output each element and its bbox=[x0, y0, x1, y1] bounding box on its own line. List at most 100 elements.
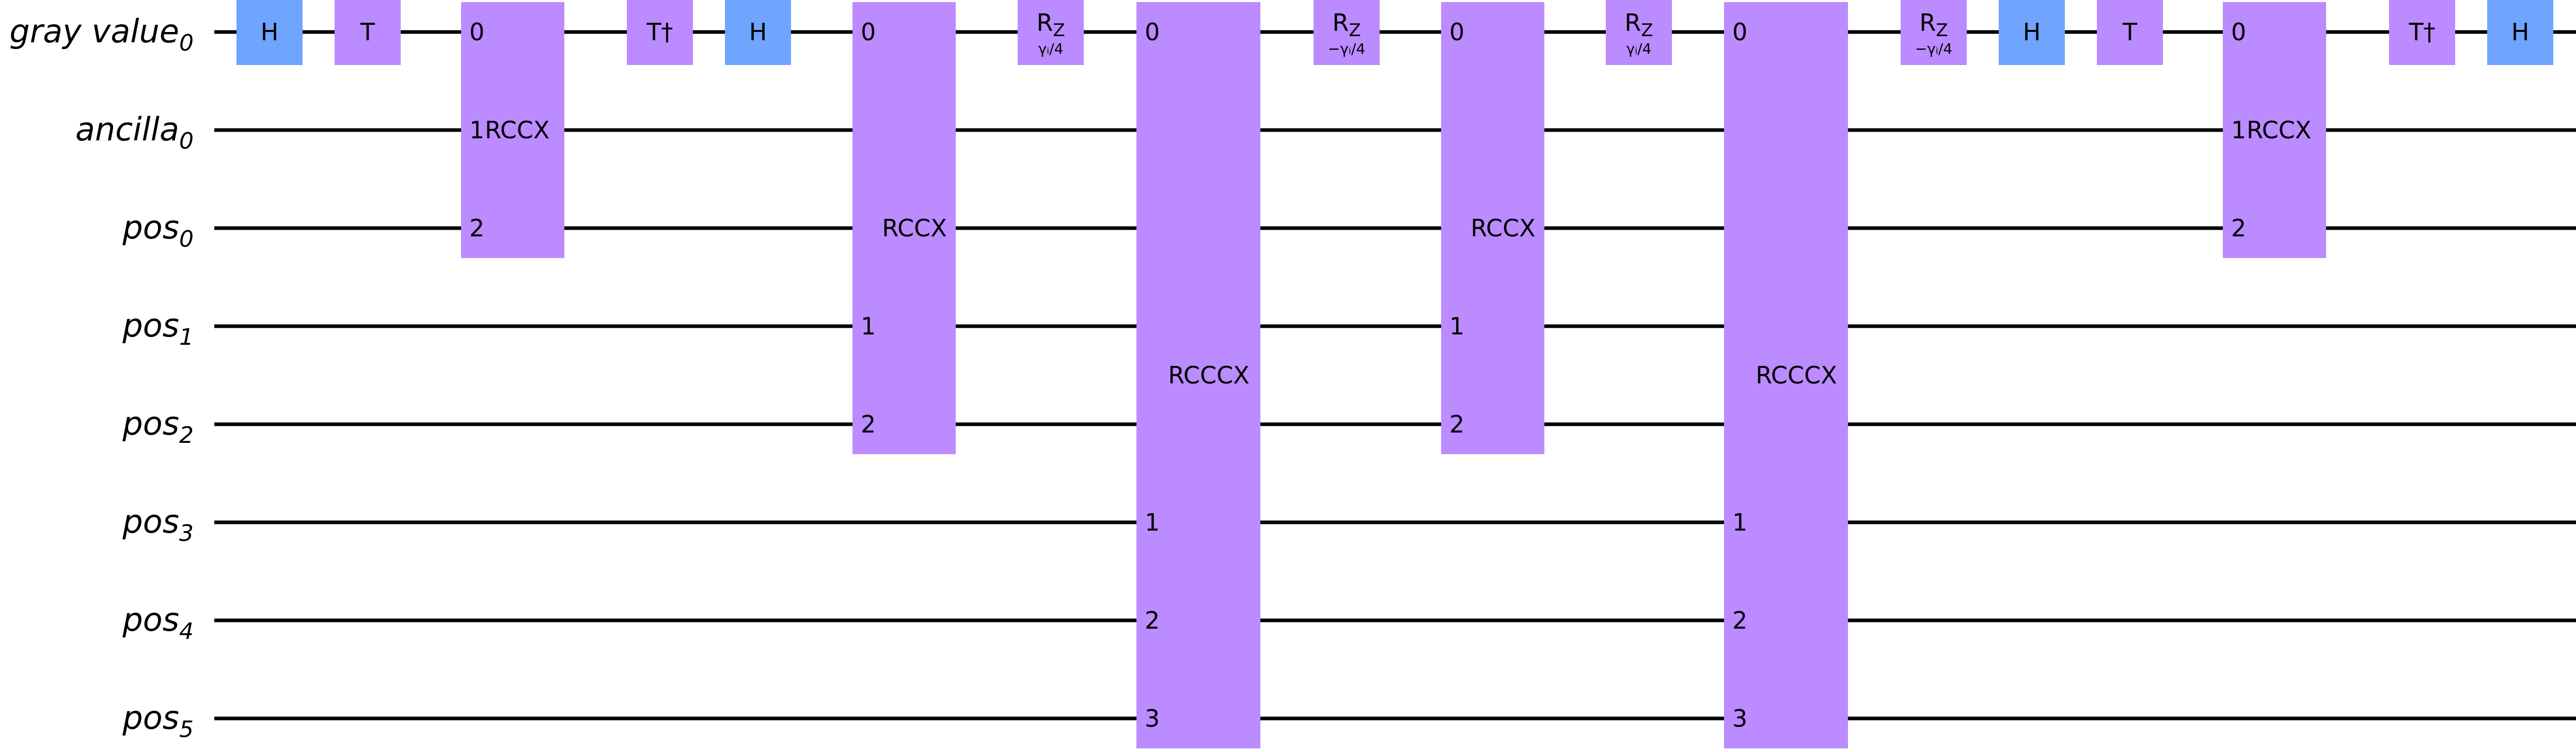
gate-label: T bbox=[360, 18, 375, 46]
gate-t-1: T bbox=[335, 0, 401, 65]
qubit-labels: gray value0ancilla0pos0pos1pos2pos3pos4p… bbox=[9, 12, 194, 743]
gate-parameter: γᵢ/4 bbox=[1038, 40, 1064, 57]
gate-pin-label: 1 bbox=[1145, 508, 1160, 536]
gate-pin-label: 1 bbox=[1732, 508, 1747, 536]
rz-label-sub: Z bbox=[1349, 20, 1361, 41]
qubit-label-subscript: 0 bbox=[179, 30, 194, 56]
gate-h-1: H bbox=[236, 0, 303, 65]
gate-rccx-3: 0 1 2 RCCX bbox=[1441, 2, 1544, 454]
gate-pin-label: 1 bbox=[469, 116, 484, 144]
gate-box bbox=[725, 0, 791, 65]
rz-label-main: R bbox=[1036, 9, 1053, 37]
qubit-label-subscript: 1 bbox=[179, 324, 194, 350]
gate-rccx-2: 0 1 2 RCCX bbox=[852, 2, 956, 454]
multi-qubit-gate-box bbox=[852, 2, 956, 454]
qubit-label-name: gray value bbox=[9, 12, 179, 50]
gate-label: RCCCX bbox=[1168, 361, 1250, 389]
gate-pin-label: 1 bbox=[2231, 116, 2246, 144]
rz-gate-box bbox=[1314, 0, 1380, 65]
gate-tdg-2: T† bbox=[2389, 0, 2455, 65]
gate-label: RZ bbox=[1036, 9, 1065, 41]
gate-label: H bbox=[749, 18, 767, 46]
gate-label: RCCX bbox=[485, 116, 549, 144]
gate-label: RZ bbox=[1332, 9, 1361, 41]
multi-qubit-gate-box bbox=[1441, 2, 1544, 454]
rz-label-main: R bbox=[1332, 9, 1349, 37]
gate-label: RCCX bbox=[1471, 214, 1535, 242]
qubit-label-name: pos bbox=[122, 601, 179, 638]
gate-label: RCCX bbox=[2247, 116, 2311, 144]
gate-label: RCCX bbox=[882, 214, 946, 242]
gate-label: T† bbox=[2408, 18, 2435, 46]
qubit-label: ancilla0 bbox=[75, 110, 194, 154]
gate-label: RZ bbox=[1919, 9, 1948, 41]
qubit-wires bbox=[214, 30, 2576, 721]
gate-box bbox=[2487, 0, 2553, 65]
gate-pin-label: 0 bbox=[1449, 18, 1464, 46]
gate-label: RCCCX bbox=[1756, 361, 1837, 389]
gate-label: H bbox=[2511, 18, 2530, 46]
qubit-label-subscript: 0 bbox=[179, 226, 194, 252]
gate-pin-label: 2 bbox=[2231, 214, 2246, 242]
gate-label: T bbox=[2122, 18, 2138, 46]
rz-gate-box bbox=[1901, 0, 1967, 65]
gate-pin-label: 1 bbox=[861, 312, 876, 340]
multi-qubit-gate-box bbox=[461, 2, 564, 258]
gate-rz-4: RZ−γᵢ/4 bbox=[1901, 0, 1967, 65]
gate-pin-label: 3 bbox=[1145, 705, 1160, 732]
gate-pin-label: 2 bbox=[861, 410, 876, 438]
gate-h-4: H bbox=[2487, 0, 2553, 65]
qubit-label-name: pos bbox=[122, 699, 179, 737]
gate-box bbox=[2389, 0, 2455, 65]
rz-gate-box bbox=[1606, 0, 1672, 65]
rz-label-sub: Z bbox=[1936, 20, 1948, 41]
gate-pin-label: 0 bbox=[1145, 18, 1160, 46]
qubit-label: pos0 bbox=[122, 209, 194, 252]
qubit-label-subscript: 4 bbox=[179, 618, 194, 645]
rz-label-sub: Z bbox=[1641, 20, 1653, 41]
qubit-label: gray value0 bbox=[9, 12, 194, 56]
gate-parameter: −γᵢ/4 bbox=[1328, 40, 1365, 57]
rz-label-main: R bbox=[1919, 9, 1936, 37]
gate-h-3: H bbox=[1999, 0, 2065, 65]
gate-box bbox=[1999, 0, 2065, 65]
qubit-label: pos4 bbox=[122, 601, 194, 645]
gate-pin-label: 2 bbox=[1449, 410, 1464, 438]
multi-qubit-gate-box bbox=[1136, 2, 1260, 748]
gate-rcccx-1: 0 1 2 3 RCCCX bbox=[1136, 2, 1260, 748]
gate-pin-label: 0 bbox=[861, 18, 876, 46]
gate-pin-label: 0 bbox=[2231, 18, 2246, 46]
gate-h-2: H bbox=[725, 0, 791, 65]
qubit-label: pos1 bbox=[122, 307, 194, 350]
gate-pin-label: 1 bbox=[1449, 312, 1464, 340]
qubit-label-name: pos bbox=[122, 307, 179, 344]
gate-tdg-1: T† bbox=[627, 0, 693, 65]
gate-pin-label: 3 bbox=[1732, 705, 1747, 732]
multi-qubit-gate-box bbox=[1724, 2, 1848, 748]
gate-parameter: −γᵢ/4 bbox=[1915, 40, 1952, 57]
gate-pin-label: 2 bbox=[1145, 606, 1160, 634]
qubit-label: pos2 bbox=[122, 405, 194, 449]
gate-pin-label: 0 bbox=[1732, 18, 1747, 46]
gate-label: H bbox=[261, 18, 279, 46]
qubit-label-name: pos bbox=[122, 503, 179, 540]
qubit-label-name: pos bbox=[122, 209, 179, 246]
qubit-label-subscript: 3 bbox=[179, 520, 194, 547]
gate-t-2: T bbox=[2097, 0, 2163, 65]
rz-label-main: R bbox=[1624, 9, 1641, 37]
gate-pin-label: 0 bbox=[469, 18, 484, 46]
rz-gate-box bbox=[1018, 0, 1084, 65]
gate-pin-label: 2 bbox=[469, 214, 484, 242]
qubit-label-subscript: 5 bbox=[179, 716, 194, 743]
qubit-label-name: ancilla bbox=[75, 110, 179, 148]
rz-label-sub: Z bbox=[1053, 20, 1065, 41]
gate-box bbox=[335, 0, 401, 65]
gate-parameter: γᵢ/4 bbox=[1626, 40, 1652, 57]
qubit-label: pos5 bbox=[122, 699, 194, 743]
